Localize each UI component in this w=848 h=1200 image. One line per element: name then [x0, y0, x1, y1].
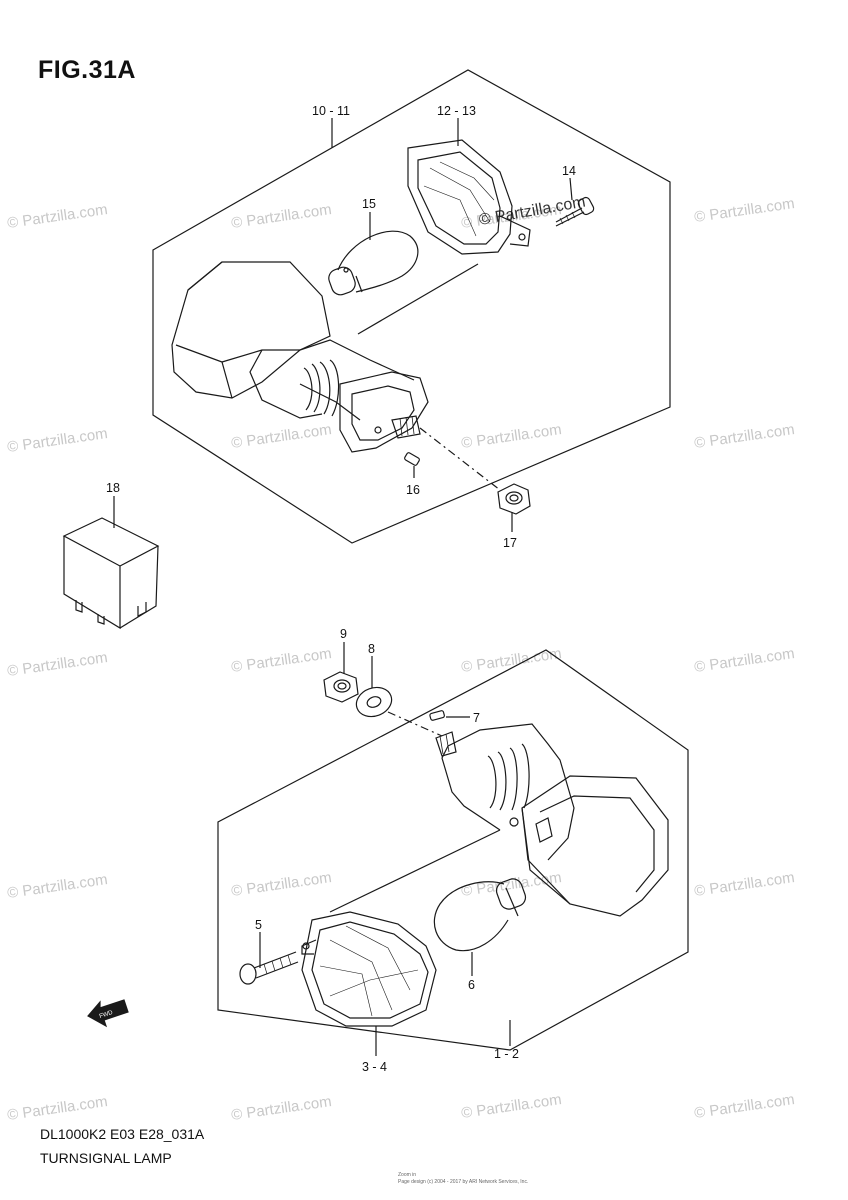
label-8: 8 [368, 642, 375, 656]
bulb-6 [433, 878, 527, 952]
label-10-11: 10 - 11 [312, 104, 350, 118]
watermark: © Partzilla.com [6, 201, 108, 232]
diagram-code: DL1000K2 E03 E28_031A [40, 1126, 205, 1142]
label-14: 14 [562, 164, 576, 178]
watermark: © Partzilla.com [693, 869, 795, 900]
screw-14 [555, 196, 595, 227]
figure-title: FIG.31A [38, 56, 136, 84]
label-9: 9 [340, 627, 347, 641]
lower-assembly-frame [217, 649, 689, 1051]
lens-3-4 [301, 911, 437, 1027]
watermark: © Partzilla.com [230, 201, 332, 232]
relay-18 [62, 517, 160, 630]
pin-16 [404, 452, 420, 466]
watermark: © Partzilla.com [6, 1093, 108, 1124]
label-6: 6 [468, 978, 475, 992]
nut-17 [497, 483, 531, 515]
assembly-dash-upper [419, 427, 501, 491]
watermark: © Partzilla.com [230, 421, 332, 452]
upper-assembly-frame [152, 69, 671, 544]
copyright-note: Page design (c) 2004 - 2017 by ARI Netwo… [398, 1179, 529, 1185]
fwd-label: FWD [99, 1010, 114, 1020]
lower-housing [435, 723, 669, 917]
watermark: © Partzilla.com [693, 645, 795, 676]
fwd-arrow-icon [87, 999, 129, 1028]
label-18: 18 [106, 481, 120, 495]
zoom-hint: Zoom in [398, 1172, 417, 1178]
label-3-4: 3 - 4 [362, 1060, 387, 1074]
watermark: © Partzilla.com [6, 425, 108, 456]
line-art [62, 69, 689, 1056]
lens-12-13 [407, 139, 531, 255]
watermark: © Partzilla.com [230, 645, 332, 676]
label-16: 16 [406, 483, 420, 497]
watermark: © Partzilla.com [693, 195, 795, 226]
watermark: © Partzilla.com [230, 1093, 332, 1124]
screw-5 [239, 951, 299, 985]
watermark: © Partzilla.com [230, 869, 332, 900]
watermark: © Partzilla.com [693, 1091, 795, 1122]
pin-7 [429, 710, 445, 721]
watermark: © Partzilla.com [460, 421, 562, 452]
label-12-13: 12 - 13 [437, 104, 476, 118]
watermark: © Partzilla.com [6, 871, 108, 902]
watermarks: © Partzilla.com © Partzilla.com © Partzi… [6, 193, 795, 1123]
label-7: 7 [473, 711, 480, 725]
upper-housing [171, 261, 429, 453]
washer-8 [355, 686, 393, 718]
watermark: © Partzilla.com [460, 1091, 562, 1122]
watermark: © Partzilla.com [478, 193, 587, 228]
bulb-15 [328, 230, 419, 296]
label-1-2: 1 - 2 [494, 1047, 519, 1061]
label-15: 15 [362, 197, 376, 211]
assembly-line-lower [329, 829, 501, 913]
watermark: © Partzilla.com [693, 421, 795, 452]
assembly-line-upper [357, 263, 479, 335]
diagram-name: TURNSIGNAL LAMP [40, 1150, 172, 1166]
watermark: © Partzilla.com [6, 649, 108, 680]
label-5: 5 [255, 918, 262, 932]
assembly-dash-lower [387, 711, 443, 737]
part-labels: 10 - 11 12 - 13 14 15 16 17 18 9 8 7 5 6… [99, 104, 576, 1074]
watermark: © Partzilla.com [460, 645, 562, 676]
leader-14 [569, 177, 573, 201]
nut-9 [323, 671, 359, 703]
label-17: 17 [503, 536, 517, 550]
